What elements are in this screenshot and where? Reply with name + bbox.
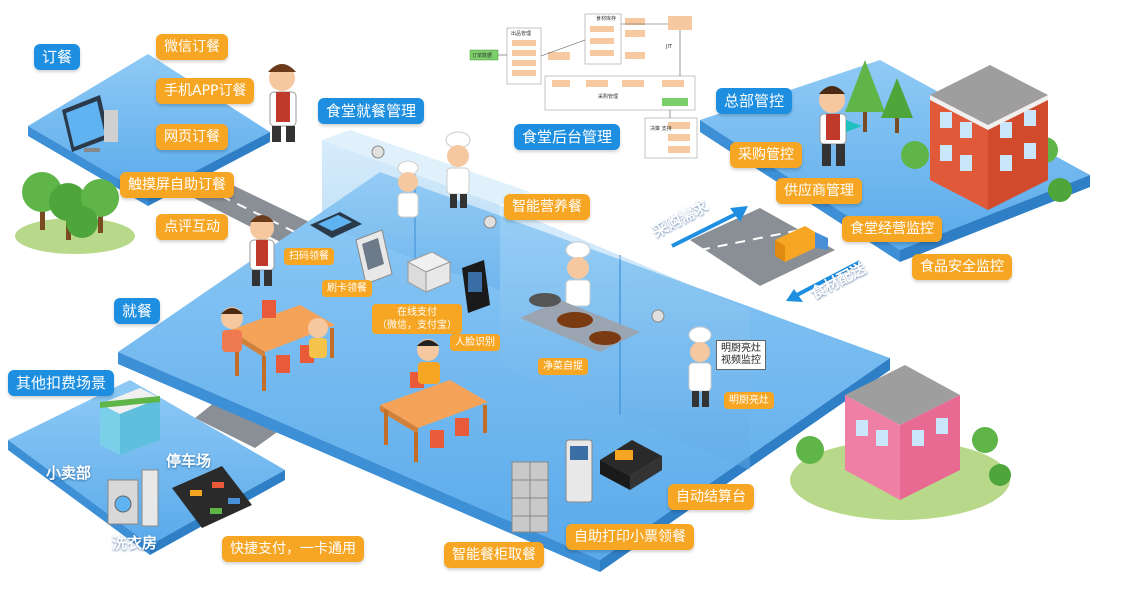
ordering-review: 点评互动 — [156, 214, 228, 240]
chef-2 — [397, 160, 419, 218]
section-canteen-backend: 食堂后台管理 — [514, 124, 621, 150]
online-pay-terminal — [406, 251, 452, 293]
ordering-touchscreen: 触摸屏自助订餐 — [120, 172, 234, 198]
hq-food-safety: 食品安全监控 — [912, 254, 1012, 280]
cooking-station — [520, 293, 640, 352]
flowchart-jit: JIT — [665, 44, 673, 50]
feature-smart-nutrition: 智能营养餐 — [504, 194, 590, 220]
diner-3 — [417, 339, 440, 384]
feature-auto-checkout: 自动结算台 — [668, 484, 754, 510]
computer-device — [62, 95, 118, 152]
delivery-truck — [775, 226, 828, 262]
hq-canteen-monitor: 食堂经营监控 — [842, 216, 942, 242]
screen-line-1: 明厨亮灶 — [721, 343, 761, 354]
purchase-demand-arrow — [671, 206, 748, 248]
camera-icons — [371, 145, 665, 323]
laundry — [107, 469, 159, 527]
flowchart-title-left: 出品管理 — [511, 30, 531, 37]
hq-building — [930, 65, 1048, 210]
face-terminal — [462, 260, 490, 313]
section-ordering: 订餐 — [34, 44, 81, 70]
feature-online-pay: 在线支付 （微信，支付宝） — [372, 304, 462, 334]
chef-1 — [445, 131, 471, 208]
waiter-ordering — [268, 64, 297, 142]
waiter-scan — [249, 215, 275, 286]
card-terminal — [355, 229, 393, 285]
scene-shop: 小卖部 — [46, 464, 92, 482]
feature-open-kitchen: 明厨亮灶 — [724, 392, 774, 409]
print-kiosk-device — [565, 439, 593, 503]
open-kitchen-screen: 明厨亮灶 视频监控 — [716, 340, 766, 370]
food-delivery-arrow — [786, 260, 861, 302]
scene-parking: 停车场 — [166, 452, 212, 470]
scan-terminal — [310, 212, 362, 238]
road-bottom-left — [195, 402, 280, 448]
feature-card-pickup: 刷卡领餐 — [322, 280, 372, 297]
chef-4 — [688, 326, 712, 407]
chef-3 — [565, 241, 591, 307]
diner-1 — [221, 307, 243, 352]
flowchart-title-top: 食材库存 — [596, 15, 616, 22]
section-other-scenes: 其他扣费场景 — [8, 370, 115, 396]
section-dining: 就餐 — [114, 298, 161, 324]
backend-flowchart: 食材库存 出品管理 采购管理 决策 支持 订单数据 JIT — [469, 13, 698, 159]
feature-face-recognition: 人脸识别 — [450, 334, 500, 351]
scene-quick-pay: 快捷支付，一卡通用 — [222, 536, 364, 562]
smart-cabinet-device — [511, 461, 549, 533]
dining-table-1 — [230, 300, 335, 391]
hq-supplier-mgmt: 供应商管理 — [776, 178, 862, 204]
ordering-app: 手机APP订餐 — [156, 78, 255, 104]
hq-manager — [819, 86, 862, 166]
shop-building — [790, 365, 1011, 520]
feature-self-print: 自助打印小票领餐 — [566, 524, 694, 550]
mini-shop — [100, 388, 160, 455]
ordering-web: 网页订餐 — [156, 124, 228, 150]
scene-laundry: 洗衣房 — [112, 534, 158, 552]
feature-dish-pickup: 净菜自提 — [538, 358, 588, 375]
section-canteen-dining: 食堂就餐管理 — [318, 98, 425, 124]
road-right — [690, 208, 835, 286]
feature-smart-cabinet: 智能餐柜取餐 — [444, 542, 544, 568]
auto-checkout-device — [600, 440, 662, 490]
parking-lot — [172, 466, 252, 528]
ordering-wechat: 微信订餐 — [156, 34, 228, 60]
flowchart-title-decision: 决策 支持 — [650, 125, 672, 132]
diner-2 — [308, 318, 328, 358]
feature-scan-pickup: 扫码领餐 — [284, 248, 334, 265]
flowchart-title-mid: 采购管理 — [598, 93, 618, 100]
flowchart-input: 订单数据 — [472, 52, 492, 59]
section-headquarters: 总部管控 — [716, 88, 793, 114]
hq-purchase-control: 采购管控 — [730, 142, 802, 168]
screen-line-2: 视频监控 — [721, 355, 761, 366]
tree-cluster-left — [15, 172, 135, 254]
